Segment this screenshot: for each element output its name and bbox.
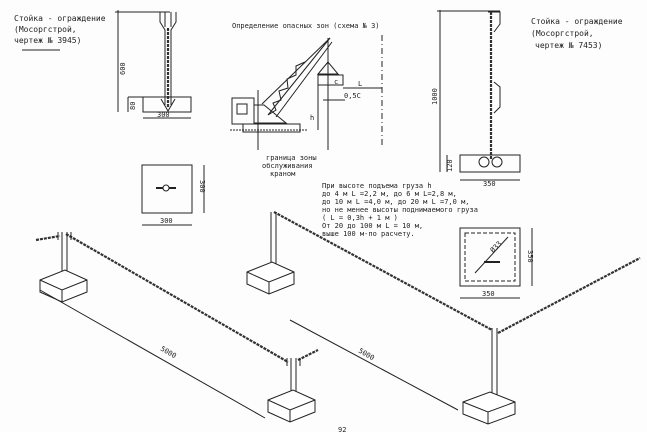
left-plan-dim-width: 300 (160, 217, 173, 225)
rule-line-5: ( L = 0,3h + 1 м ) (322, 214, 398, 222)
rule-line-2: до 4 м L =2,2 м, до 6 м L=2,8 м, (322, 190, 457, 198)
right-post-dim-base-width: 350 (483, 180, 496, 188)
isometric-dim-left: 5000 (159, 345, 178, 360)
right-plan-hole: Ø33 (489, 240, 504, 255)
crane-label-h: h (310, 114, 314, 122)
rule-line-1: При высоте подъема груза h (322, 182, 432, 190)
right-post-caption-1: Стойка - ограждение (531, 17, 623, 26)
isometric-fence-view: 5000 5000 (35, 211, 641, 425)
right-post-dim-height: 1000 (431, 88, 439, 105)
left-post-dim-base-height: 80 (129, 102, 137, 110)
rule-line-4: но не менее высоты поднимаемого груза (322, 206, 478, 214)
right-plan-dim-height: 350 (526, 250, 534, 263)
left-post-elevation: Стойка - ограждение (Мосоргстрой, чертеж… (14, 10, 192, 119)
crane-caption-2: обслуживания (262, 162, 313, 170)
left-post-caption-2: (Мосоргстрой, (14, 25, 77, 34)
right-post-elevation: 1000 120 350 Стойка - ограждение (Мосорг… (431, 10, 623, 188)
crane-label-L: L (358, 80, 362, 88)
isometric-dim-right: 5000 (357, 347, 376, 362)
left-plan-dim-height: 300 (198, 180, 206, 193)
left-base-plan: 300 300 (141, 164, 206, 226)
fence-post (246, 212, 295, 295)
right-plan-dim-width: 350 (482, 290, 495, 298)
crane-scheme-title: Определение опасных зон (схема № 3) (232, 22, 380, 30)
left-post-caption-3: чертеж № 3945) (14, 36, 81, 45)
crane-danger-zone-scheme: Определение опасных зон (схема № 3) c L … (230, 22, 383, 178)
right-post-dim-base-height: 120 (446, 159, 454, 172)
fence-post (267, 358, 316, 423)
page-number: 92 (338, 426, 346, 432)
rule-line-3: до 10 м L =4,0 м, до 20 м L =7,0 м, (322, 198, 470, 206)
right-post-caption-2: (Мосоргстрой, (531, 29, 594, 38)
left-post-caption-1: Стойка - ограждение (14, 14, 106, 23)
rule-line-7: выше 100 м-по расчету. (322, 230, 415, 238)
crane-caption-3: краном (270, 170, 296, 178)
crane-label-c: c (334, 78, 338, 86)
danger-zone-rule-text: При высоте подъема груза h до 4 м L =2,2… (322, 182, 478, 238)
right-post-caption-3: чертеж № 7453) (535, 41, 602, 50)
left-post-dim-base-width: 300 (157, 111, 170, 119)
fence-post (39, 232, 88, 303)
crane-caption-1: граница зоны (266, 154, 317, 162)
left-post-dim-height: 600 (119, 62, 127, 75)
crane-label-half-c: 0,5C (344, 92, 361, 100)
right-base-plan: Ø33 350 350 (459, 227, 534, 299)
fence-post (462, 328, 516, 425)
rule-line-6: От 20 до 100 м L = 10 м, (322, 222, 423, 230)
